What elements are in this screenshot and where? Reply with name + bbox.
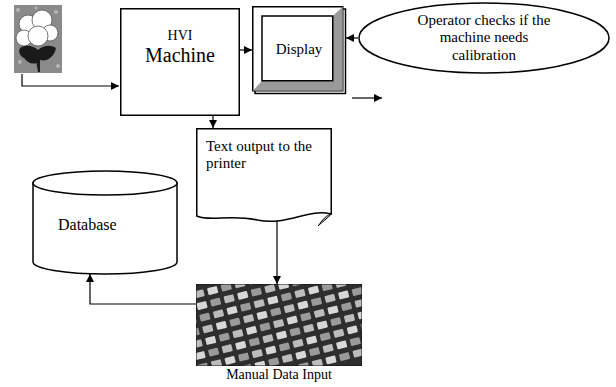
- node-content: Text output to the printer: [196, 128, 332, 197]
- node-label: Operator checks if the machine needs cal…: [417, 12, 551, 64]
- node-content: HVIMachine: [120, 8, 240, 73]
- flow-arrow: [212, 116, 213, 128]
- node-label: Text output to the printer: [206, 138, 314, 173]
- node-content: Manual Data Input: [196, 284, 362, 383]
- process-box: HVIMachine: [120, 8, 240, 116]
- node-label: Display: [276, 41, 323, 58]
- flow-arrow: [240, 49, 252, 50]
- flow-arrow: [346, 37, 358, 38]
- node-content: Operator checks if the machine needs cal…: [358, 2, 610, 74]
- node-label: Machine: [126, 44, 234, 67]
- display-box: Display: [252, 6, 346, 94]
- node-content: Display: [252, 6, 346, 94]
- document-shape: Text output to the printer: [196, 128, 332, 228]
- keyboard-photo: [196, 284, 362, 366]
- flow-arrow: [276, 214, 277, 284]
- photo-node: Manual Data Input: [196, 284, 362, 384]
- node-label: HVI: [126, 28, 234, 44]
- feed-arrow: [22, 74, 119, 86]
- cotton-icon: [14, 5, 62, 73]
- node-label: Database: [58, 216, 168, 234]
- output-arrow: [352, 97, 382, 98]
- node-label: Manual Data Input: [196, 367, 362, 383]
- node-content: Database: [32, 170, 178, 248]
- database-cylinder: Database: [32, 170, 178, 274]
- flow-arrow: [90, 274, 196, 304]
- note-ellipse: Operator checks if the machine needs cal…: [358, 2, 610, 74]
